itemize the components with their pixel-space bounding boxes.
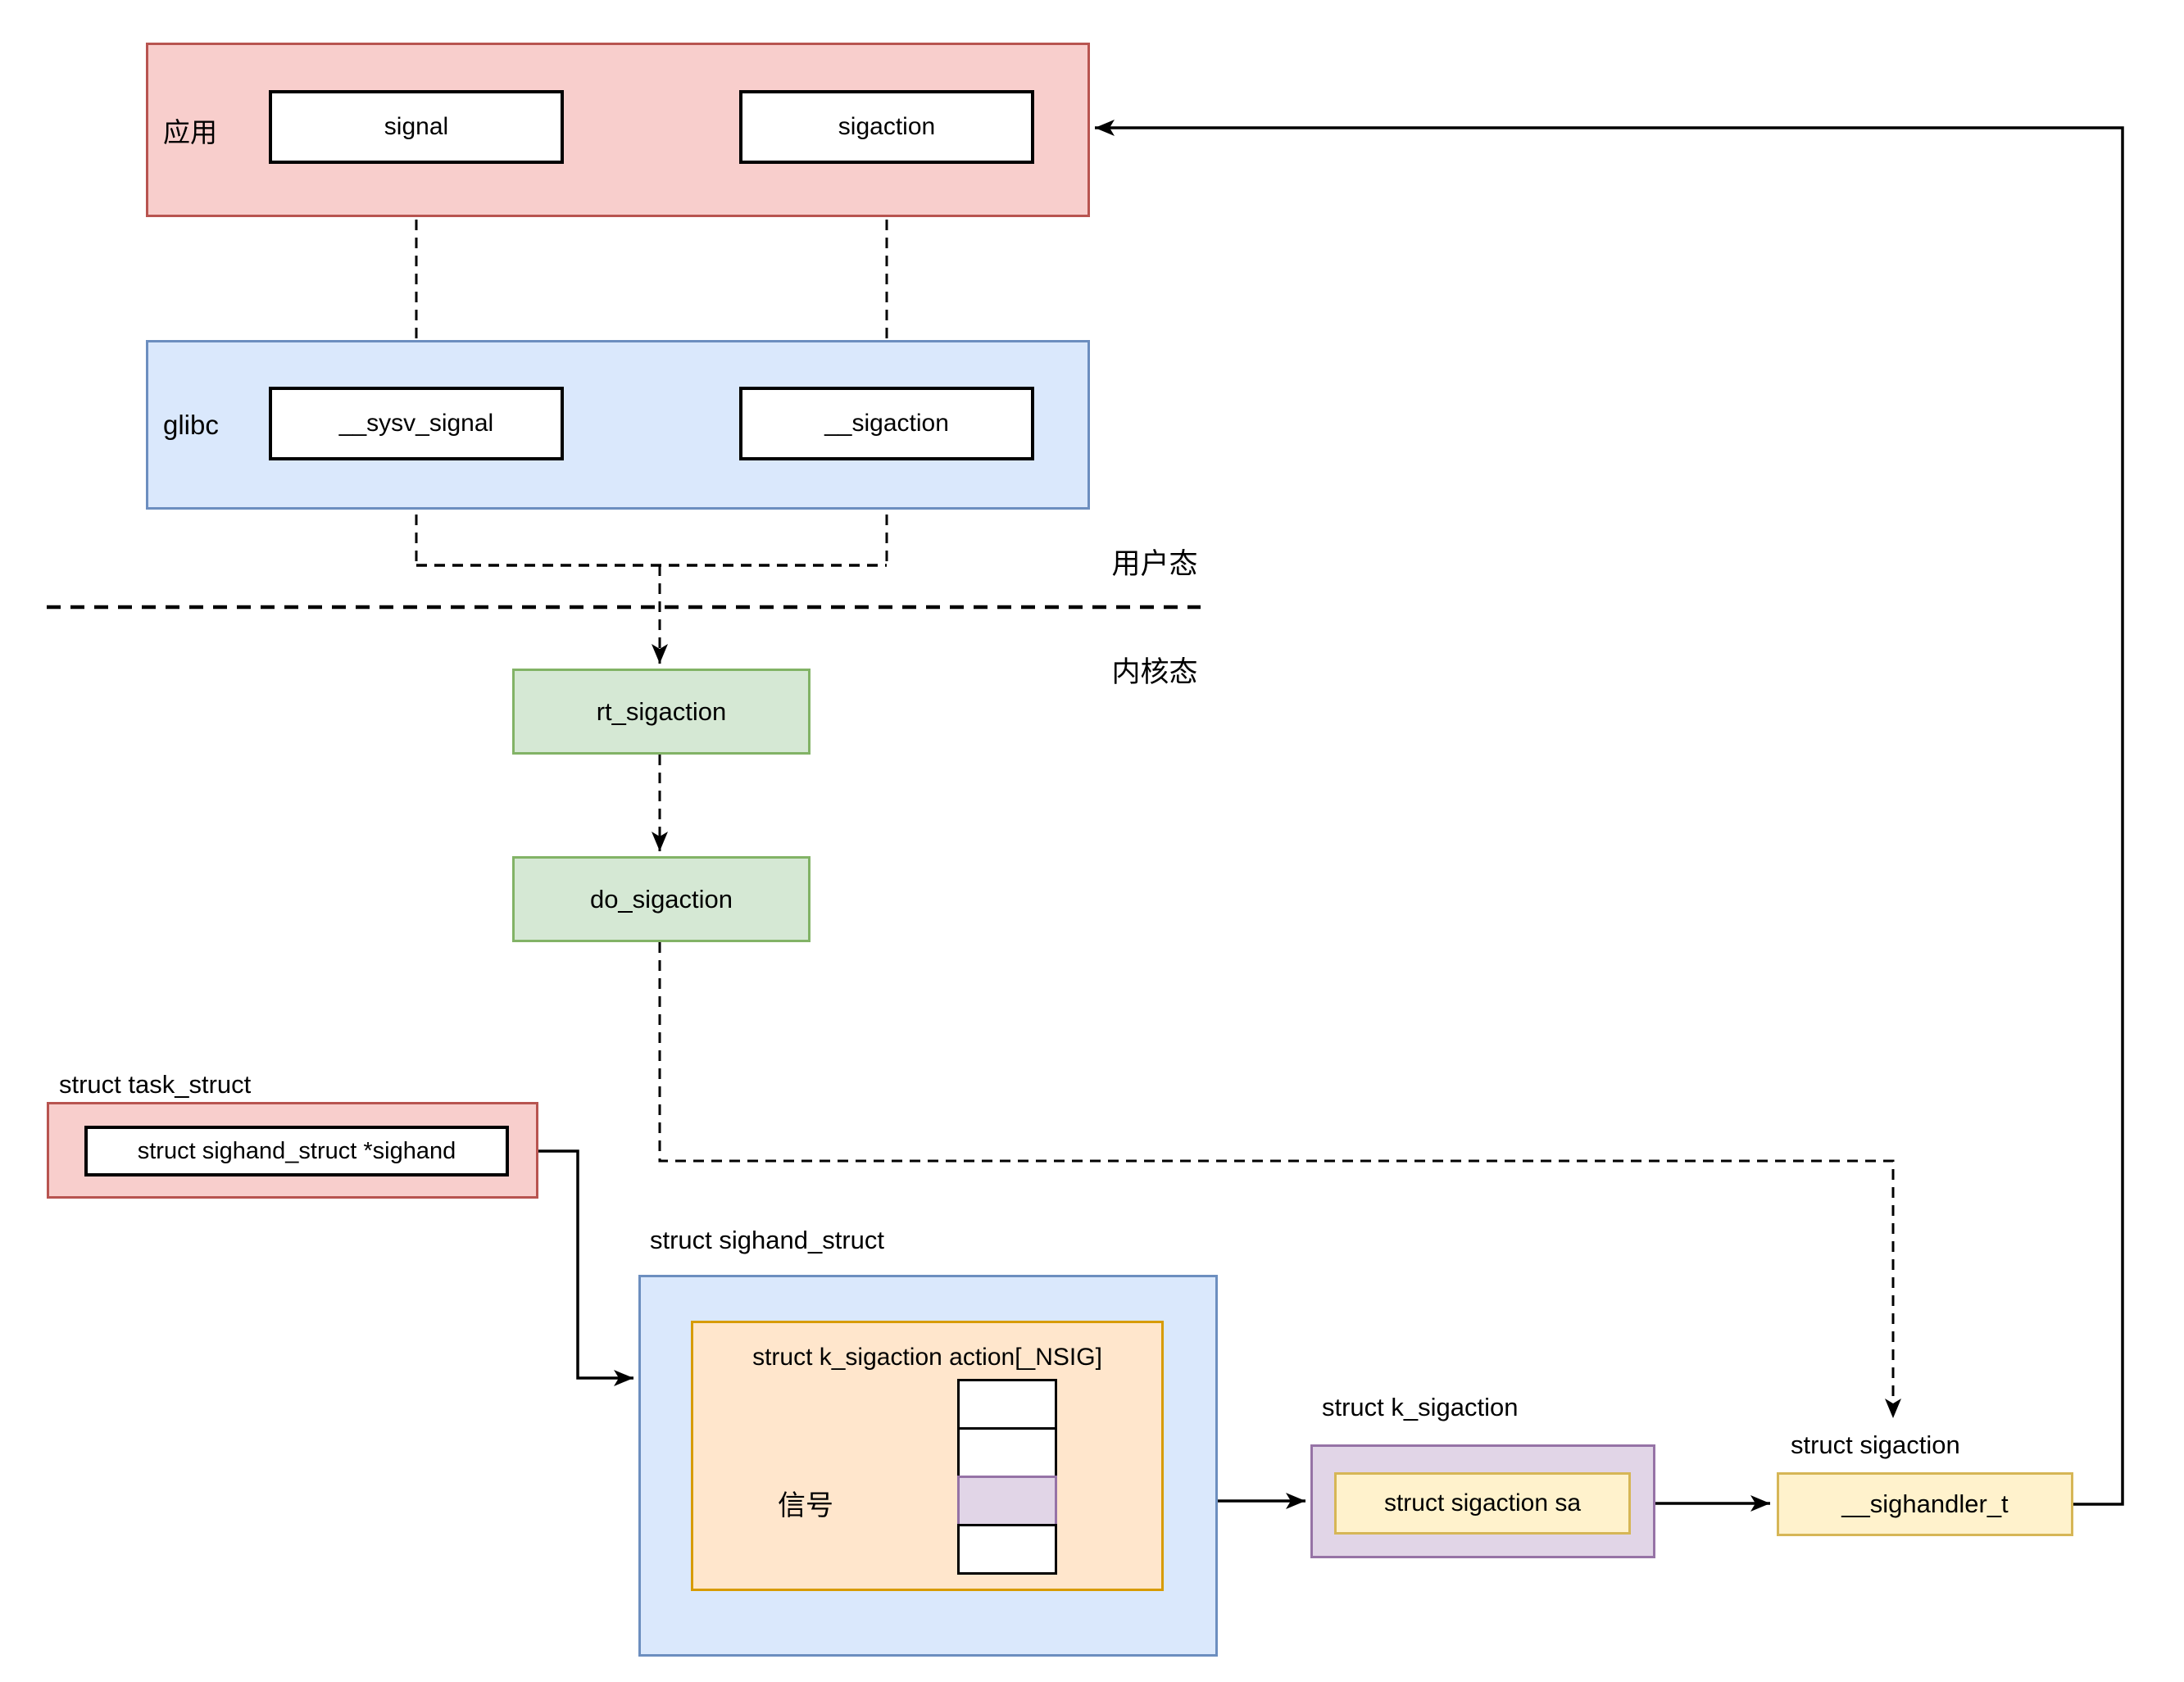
- k-sigaction-array-label: struct k_sigaction action[_NSIG]: [752, 1344, 1102, 1371]
- app-layer-label: 应用: [163, 116, 217, 148]
- sigaction-sa-field-box: struct sigaction sa: [1334, 1472, 1631, 1535]
- sighand-pointer-field-box: struct sighand_struct *sighand: [84, 1126, 509, 1176]
- do-sigaction-box: do_sigaction: [512, 856, 810, 942]
- user-mode-label: 用户态: [1111, 548, 1198, 581]
- action-array-cell-0: [957, 1379, 1057, 1430]
- signal-index-label: 信号: [778, 1489, 833, 1522]
- kernel-mode-label: 内核态: [1111, 656, 1198, 689]
- k-sigaction-title: struct k_sigaction: [1322, 1393, 1519, 1421]
- action-array-cell-1: [957, 1427, 1057, 1478]
- rt-sigaction-box: rt_sigaction: [512, 669, 810, 755]
- connector-sighandler-return-to-app: [1095, 120, 2124, 1506]
- action-array-cell-selected: [957, 1476, 1057, 1526]
- sighand-struct-title: struct sighand_struct: [650, 1226, 885, 1254]
- sigaction-function-box: sigaction: [739, 90, 1034, 164]
- sigaction-struct-title: struct sigaction: [1791, 1430, 1960, 1459]
- sighandler-t-field-box: __sighandler_t: [1777, 1472, 2073, 1536]
- k-sigaction-array-container: [691, 1321, 1164, 1591]
- glibc-sigaction-function-box: __sigaction: [739, 387, 1034, 460]
- signal-function-box: signal: [269, 90, 564, 164]
- glibc-layer-label: glibc: [163, 409, 219, 440]
- sysv-signal-function-box: __sysv_signal: [269, 387, 564, 460]
- task-struct-title: struct task_struct: [59, 1070, 252, 1099]
- action-array-cell-3: [957, 1524, 1057, 1575]
